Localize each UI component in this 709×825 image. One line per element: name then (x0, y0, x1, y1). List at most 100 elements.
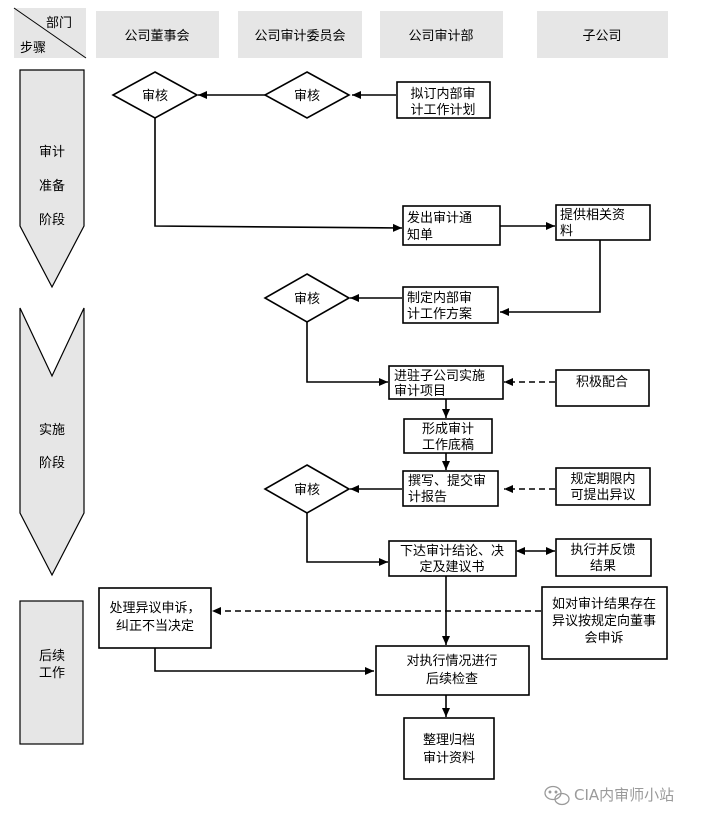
header-col-2-bg (238, 11, 362, 58)
stage-prep-arrow (19, 69, 85, 289)
decision-committee-review-2-label: 审核 (294, 292, 320, 307)
box-make-program-line-2: 计工作方案 (407, 306, 472, 322)
stage-prep-line-2: 准备 (39, 178, 65, 194)
box-issue-conclusion: 下达审计结论、决 定及建议书 (388, 540, 517, 577)
box-execute-feedback: 执行并反馈 结果 (555, 538, 652, 577)
box-followup-check-line-2: 后续检查 (426, 672, 478, 687)
box-handle-appeal-shape (98, 587, 212, 649)
box-draft-plan-shape (396, 81, 491, 119)
box-provide-docs: 提供相关资 料 (555, 204, 651, 241)
stage-impl-line-1: 实施 (39, 423, 65, 438)
box-archive-line-1: 整理归档 (423, 733, 475, 748)
box-provide-docs-line-2: 料 (560, 224, 573, 239)
decision-committee-review-2: 审核 (263, 273, 351, 323)
box-issue-notice: 发出审计通 知单 (402, 205, 501, 246)
box-enter-subsidiary-line-1: 进驻子公司实施 (394, 369, 485, 384)
arrow-docs-to-program (500, 240, 601, 316)
box-sub-appeal: 如对审计结果存在 异议按规定向董事 会申诉 (541, 586, 668, 660)
header-col-2: 公司审计委员会 (254, 29, 345, 44)
arrow-review2-to-enter (306, 322, 388, 386)
box-issue-conclusion-line-1: 下达审计结论、决 (400, 544, 504, 559)
box-objection-period: 规定期限内 可提出异议 (555, 467, 651, 506)
box-working-papers: 形成审计 工作底稿 (403, 418, 493, 454)
stage-impl: 实施 阶段 (19, 307, 85, 577)
header-col-3-bg (380, 11, 503, 58)
box-provide-docs-line-1: 提供相关资 (560, 207, 625, 223)
header-corner-bottom: 步骤 (20, 41, 46, 56)
stage-impl-line-2: 阶段 (39, 456, 65, 471)
stage-follow: 后续 工作 (19, 600, 84, 745)
box-draft-plan-line-2: 计工作计划 (410, 103, 475, 118)
box-write-report-shape (402, 470, 499, 507)
decision-committee-review-1: 审核 (263, 71, 351, 119)
box-make-program: 制定内部审 计工作方案 (402, 286, 499, 324)
box-make-program-shape (402, 286, 499, 324)
box-write-report: 撰写、提交审 计报告 (402, 470, 499, 507)
box-write-report-line-1: 撰写、提交审 (408, 473, 486, 489)
stage-prep-line-1: 审计 (39, 145, 65, 160)
box-working-papers-line-2: 工作底稿 (422, 437, 474, 453)
box-handle-appeal: 处理异议申诉， 纠正不当决定 (98, 587, 212, 649)
box-issue-conclusion-shape (388, 540, 517, 577)
connectors (154, 91, 601, 717)
box-issue-notice-line-2: 知单 (407, 227, 433, 243)
box-execute-feedback-line-2: 结果 (590, 559, 616, 574)
stage-follow-box (19, 600, 84, 745)
box-enter-subsidiary-line-2: 审计项目 (394, 384, 446, 399)
box-execute-feedback-shape (555, 538, 652, 577)
box-sub-appeal-shape (541, 586, 668, 660)
decision-board-review-shape (111, 71, 199, 119)
box-execute-feedback-line-1: 执行并反馈 (570, 543, 635, 558)
header-row: 部门 步骤 公司董事会 公司审计委员会 公司审计部 子公司 (13, 7, 668, 59)
header-col-1: 公司董事会 (124, 29, 189, 44)
box-draft-plan: 拟订内部审 计工作计划 (396, 81, 491, 119)
decision-committee-review-1-shape (263, 71, 351, 119)
box-issue-conclusion-line-2: 定及建议书 (419, 560, 484, 575)
box-followup-check-line-1: 对执行情况进行 (406, 654, 497, 669)
box-objection-period-line-2: 可提出异议 (570, 487, 635, 503)
box-handle-appeal-line-1: 处理异议申诉， (109, 601, 200, 616)
stage-prep: 审计 准备 阶段 (19, 69, 85, 289)
box-handle-appeal-line-2: 纠正不当决定 (116, 619, 194, 634)
decision-committee-review-3-label: 审核 (294, 483, 320, 498)
box-followup-check: 对执行情况进行 后续检查 (375, 645, 530, 696)
box-sub-appeal-line-3: 会申诉 (584, 631, 623, 646)
stage-impl-arrow (19, 307, 85, 577)
decision-board-review-label: 审核 (142, 89, 168, 104)
box-cooperate-line: 积极配合 (576, 375, 628, 390)
box-objection-period-line-1: 规定期限内 (570, 471, 635, 487)
decision-committee-review-3: 审核 (263, 464, 351, 514)
box-cooperate-shape (555, 369, 650, 407)
stage-follow-line-1: 后续 (39, 649, 65, 664)
box-issue-notice-shape (402, 205, 501, 246)
wechat-icon (544, 785, 570, 806)
header-col-4-bg (537, 11, 668, 58)
box-sub-appeal-line-1: 如对审计结果存在 (552, 596, 656, 612)
box-enter-subsidiary: 进驻子公司实施 审计项目 (388, 365, 504, 400)
header-corner-diagonal (13, 7, 87, 59)
stage-follow-line-2: 工作 (39, 666, 65, 681)
box-sub-appeal-line-2: 异议按规定向董事 (552, 613, 656, 629)
box-draft-plan-line-1: 拟订内部审 (410, 86, 475, 102)
box-provide-docs-shape (555, 204, 651, 241)
box-working-papers-shape (403, 418, 493, 454)
box-enter-subsidiary-shape (388, 365, 504, 400)
box-archive-line-2: 审计资料 (423, 751, 475, 766)
box-followup-check-shape (375, 645, 530, 696)
box-make-program-line-1: 制定内部审 (407, 290, 472, 306)
box-objection-period-shape (555, 467, 651, 506)
box-issue-notice-line-1: 发出审计通 (407, 210, 472, 226)
header-col-4: 子公司 (582, 29, 621, 44)
box-working-papers-line-1: 形成审计 (422, 422, 474, 437)
decision-committee-review-2-shape (263, 273, 351, 323)
box-archive: 整理归档 审计资料 (403, 717, 495, 780)
decision-board-review: 审核 (111, 71, 199, 119)
box-cooperate: 积极配合 (555, 369, 650, 407)
box-write-report-line-2: 计报告 (408, 490, 447, 505)
arrow-handle-to-followup (154, 648, 374, 675)
header-col-3: 公司审计部 (408, 29, 473, 44)
header-corner-top: 部门 (46, 16, 72, 31)
stage-prep-line-3: 阶段 (39, 213, 65, 228)
arrow-review3-to-conclusion (306, 513, 388, 566)
